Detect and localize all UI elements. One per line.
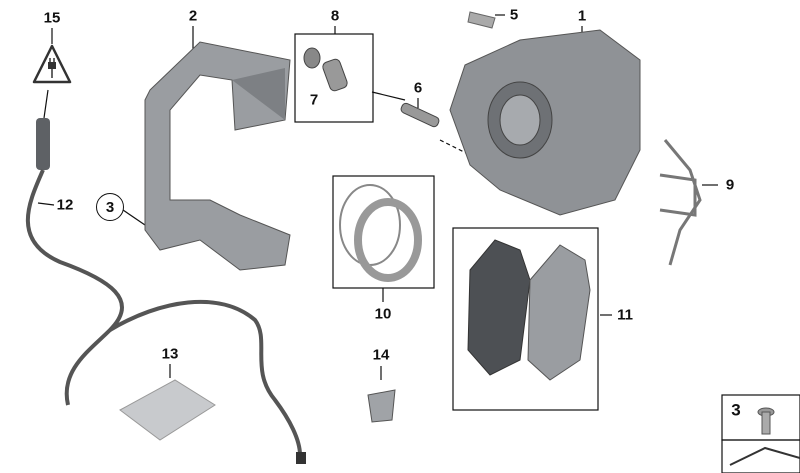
clip [367,389,396,423]
callout-10: 10 [374,305,392,323]
electrical-plug-warning-icon [32,44,72,84]
anti-rattle-spring [659,139,702,266]
callout-12: 12 [56,196,74,214]
callout-15: 15 [43,9,61,27]
caliper-carrier [144,41,291,271]
callout-1: 1 [577,7,587,25]
piston-seal-kit [339,184,422,282]
grease-packet [119,379,216,441]
guide-bushing [303,47,348,92]
callout-2: 2 [188,7,198,25]
bleed-screw [467,11,496,29]
legend-bolt [729,407,800,466]
callout-14: 14 [372,346,390,364]
callout-3-circled: 3 [96,193,124,221]
brake-caliper [449,29,641,216]
callout-5: 5 [509,6,519,24]
legend-callout-3: 3 [731,400,741,420]
callout-11: 11 [617,306,633,324]
guide-pin [400,102,440,128]
callout-6: 6 [413,79,423,97]
callout-13: 13 [161,345,179,363]
callout-9: 9 [725,176,735,194]
callout-8: 8 [330,7,340,25]
brake-pads [467,239,591,381]
callout-7: 7 [309,91,319,109]
wear-sensor-cable [25,118,306,464]
